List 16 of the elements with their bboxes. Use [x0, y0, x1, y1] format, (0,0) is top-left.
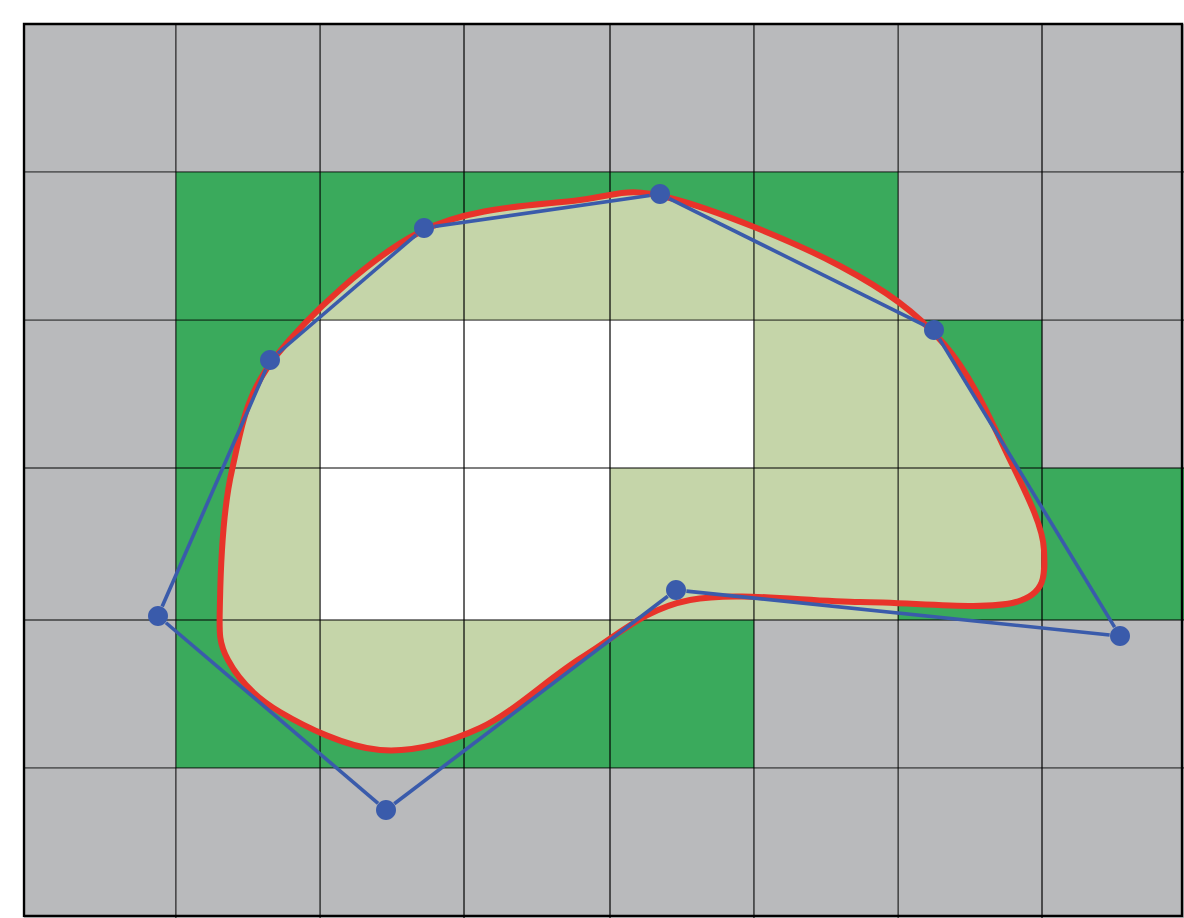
polygon-edge	[164, 621, 380, 805]
polygon-edge	[937, 337, 1117, 629]
polygon-edge	[160, 368, 268, 608]
vertex-dot	[376, 800, 396, 820]
vertex-dot	[1110, 626, 1130, 646]
vertex-dot	[924, 320, 944, 340]
polygon-edge	[434, 193, 650, 229]
polygon-edge	[686, 589, 1110, 637]
polygon-edge	[276, 233, 418, 355]
polygon-edge	[393, 594, 669, 806]
vertex-dot	[414, 218, 434, 238]
vertex-dot	[650, 184, 670, 204]
vertex-dot	[148, 606, 168, 626]
polygon-edge	[668, 197, 926, 327]
vertex-dot	[666, 580, 686, 600]
vertex-dot	[260, 350, 280, 370]
